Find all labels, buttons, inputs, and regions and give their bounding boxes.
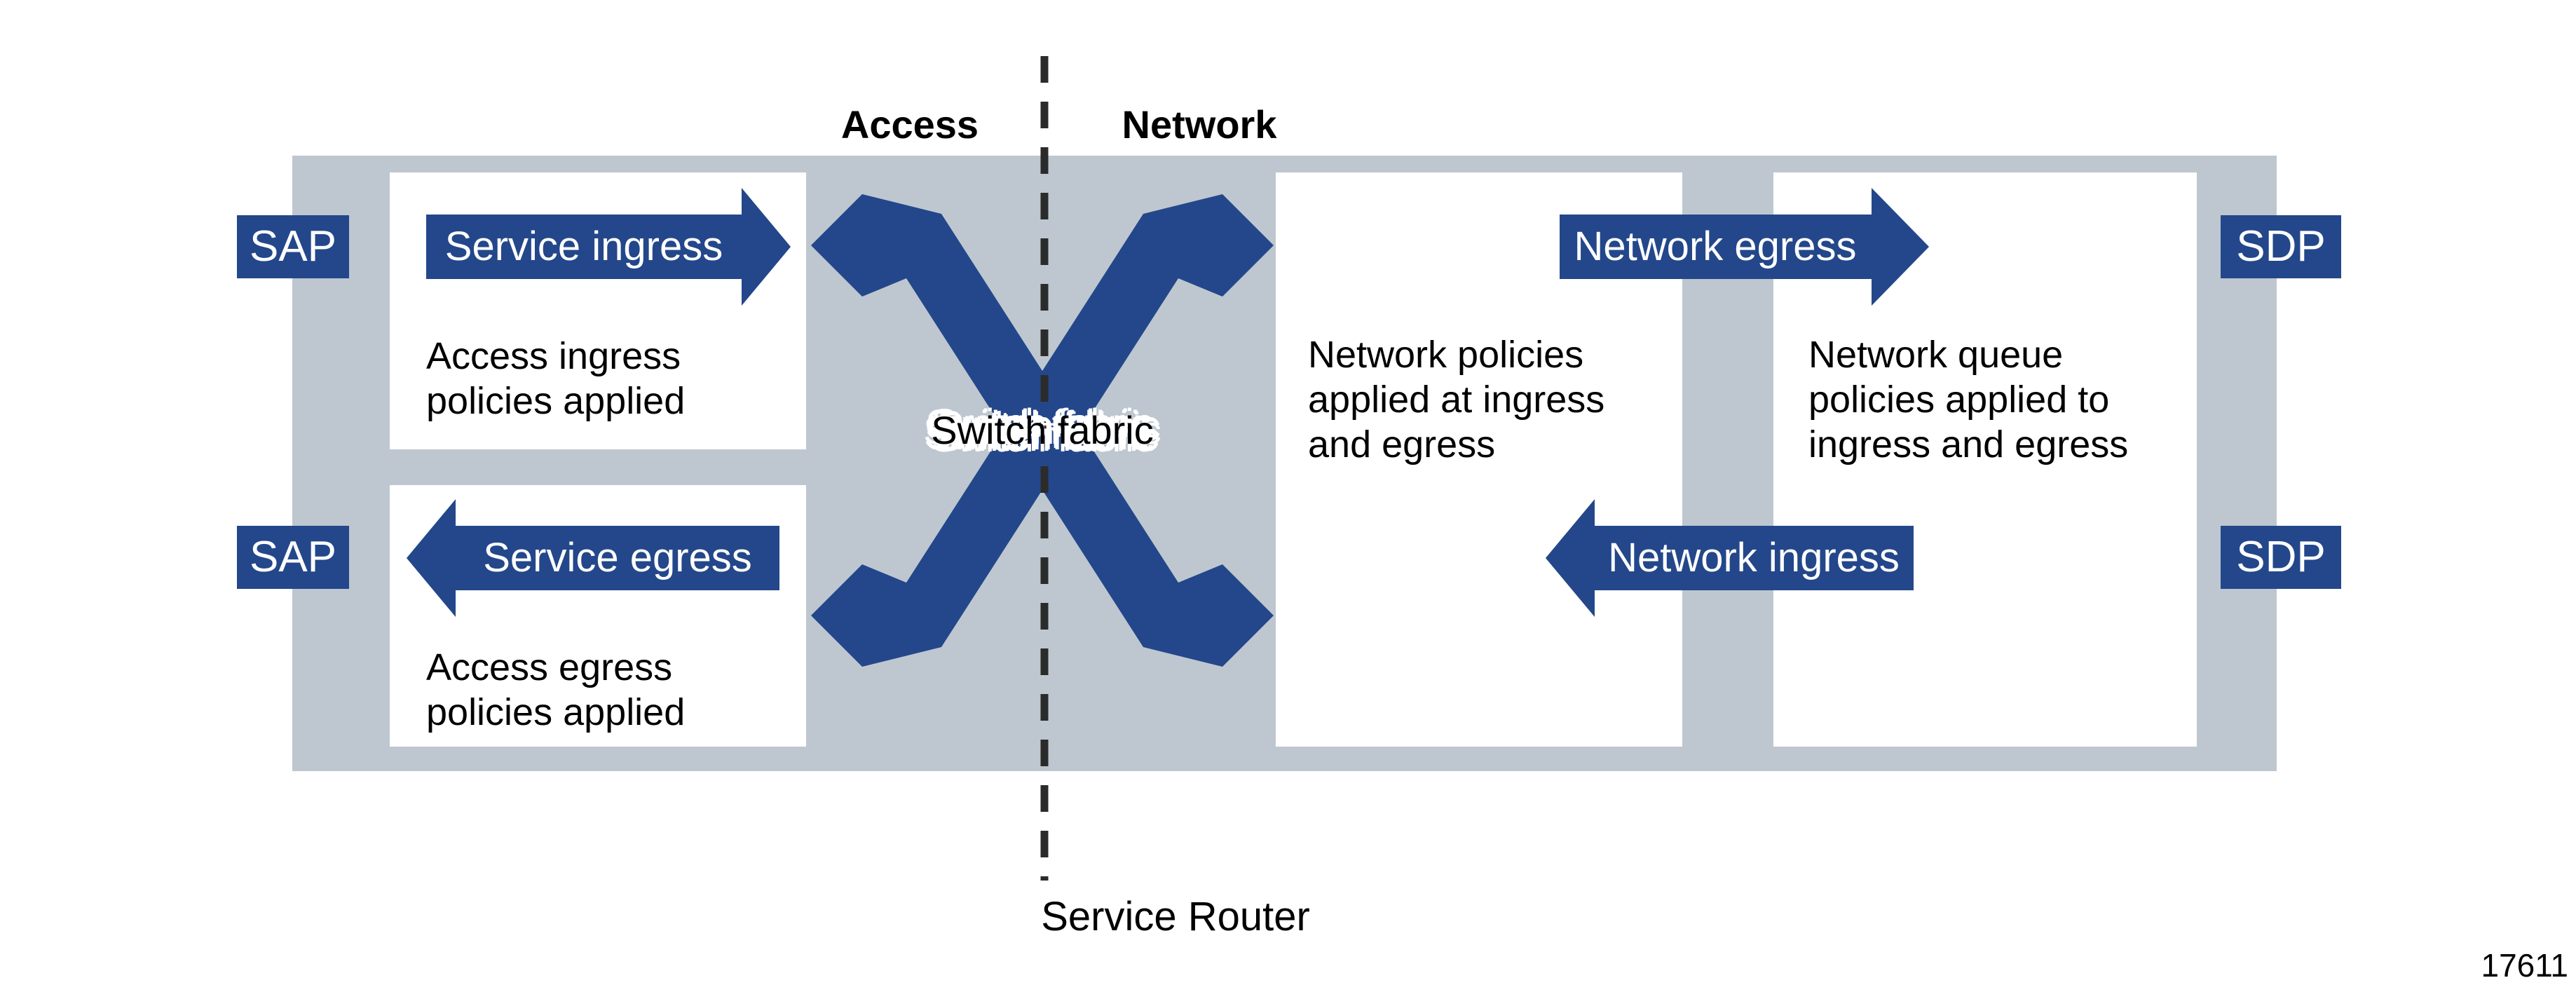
text-line: and egress: [1308, 423, 1496, 465]
service-egress-arrow-label: Service egress: [483, 535, 752, 580]
text-line: Network queue: [1808, 334, 2064, 376]
sdp-bottom-label: SDP: [2236, 533, 2326, 581]
text-line: Access egress: [426, 646, 673, 688]
network-ingress-arrow: [1546, 499, 1914, 617]
figure-number: 17611: [2481, 947, 2568, 984]
network-policies-box-text: Network policies applied at ingress and …: [1308, 332, 1604, 467]
service-egress-arrow: [407, 499, 779, 617]
network-ingress-arrow-label: Network ingress: [1608, 535, 1900, 580]
text-line: applied at ingress: [1308, 379, 1605, 421]
switch-fabric-label: Switch fabric: [931, 408, 1154, 452]
network-zone-label: Network: [1122, 102, 1277, 147]
sap-bottom-label: SAP: [249, 533, 337, 581]
access-egress-box-text: Access egress policies applied: [426, 645, 685, 735]
sdp-top-badge: SDP: [2221, 215, 2341, 278]
access-zone-label: Access: [840, 102, 979, 147]
sdp-bottom-badge: SDP: [2221, 526, 2341, 589]
access-ingress-box-text: Access ingress policies applied: [426, 334, 685, 423]
service-router-caption: Service Router: [1041, 894, 1310, 939]
sap-top-badge: SAP: [237, 215, 349, 278]
text-line: policies applied to: [1808, 379, 2110, 421]
sdp-top-label: SDP: [2236, 222, 2326, 271]
network-queue-box-text: Network queue policies applied to ingres…: [1808, 332, 2128, 467]
text-line: policies applied: [426, 380, 686, 422]
sap-bottom-badge: SAP: [237, 526, 349, 589]
text-line: Network policies: [1308, 334, 1584, 376]
sap-top-label: SAP: [249, 222, 337, 271]
text-line: ingress and egress: [1808, 423, 2129, 465]
text-line: policies applied: [426, 691, 686, 733]
service-ingress-arrow-label: Service ingress: [444, 224, 723, 269]
service-ingress-arrow: [426, 188, 791, 306]
text-line: Access ingress: [426, 335, 681, 377]
network-egress-arrow: [1560, 188, 1929, 306]
network-egress-arrow-label: Network egress: [1574, 224, 1857, 269]
